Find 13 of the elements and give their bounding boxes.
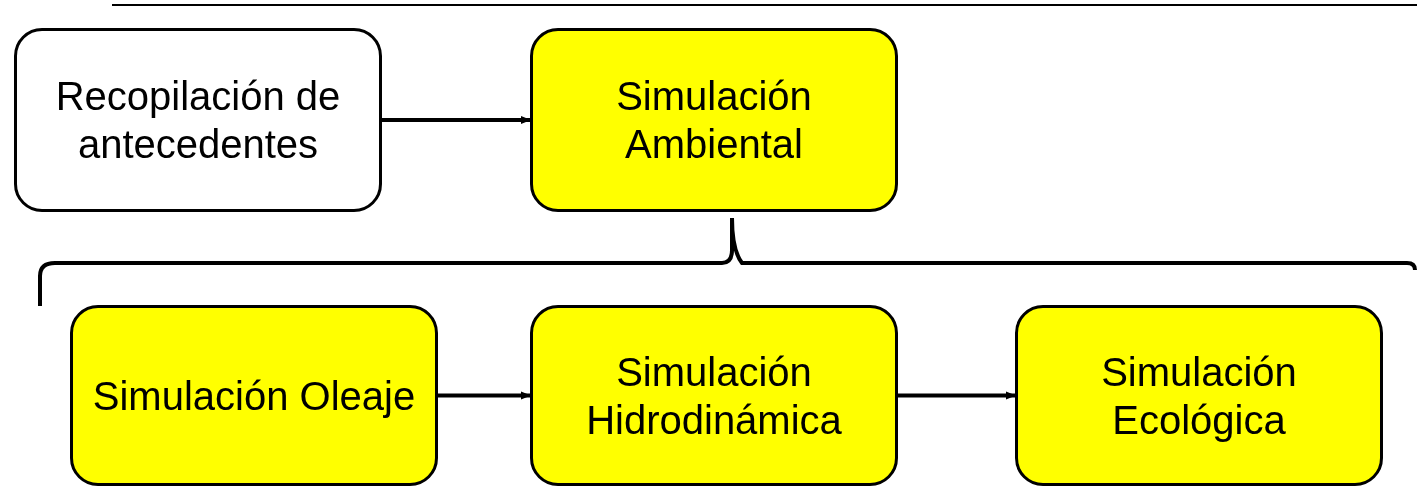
process-box [1015, 305, 1383, 486]
box-label: Simulación Ambiental [615, 73, 813, 168]
box-label: Simulación Ecológica [1100, 348, 1298, 444]
arrow [382, 116, 531, 124]
box-label: Simulación Oleaje [92, 372, 416, 420]
process-box [530, 305, 898, 486]
process-box [14, 28, 382, 212]
box-label: Simulación Hidrodinámica [585, 348, 843, 444]
arrow [898, 391, 1016, 400]
box-label: Recopilación de antecedentes [54, 73, 342, 168]
arrow [438, 391, 531, 400]
process-box [530, 28, 898, 212]
process-box [70, 305, 438, 486]
